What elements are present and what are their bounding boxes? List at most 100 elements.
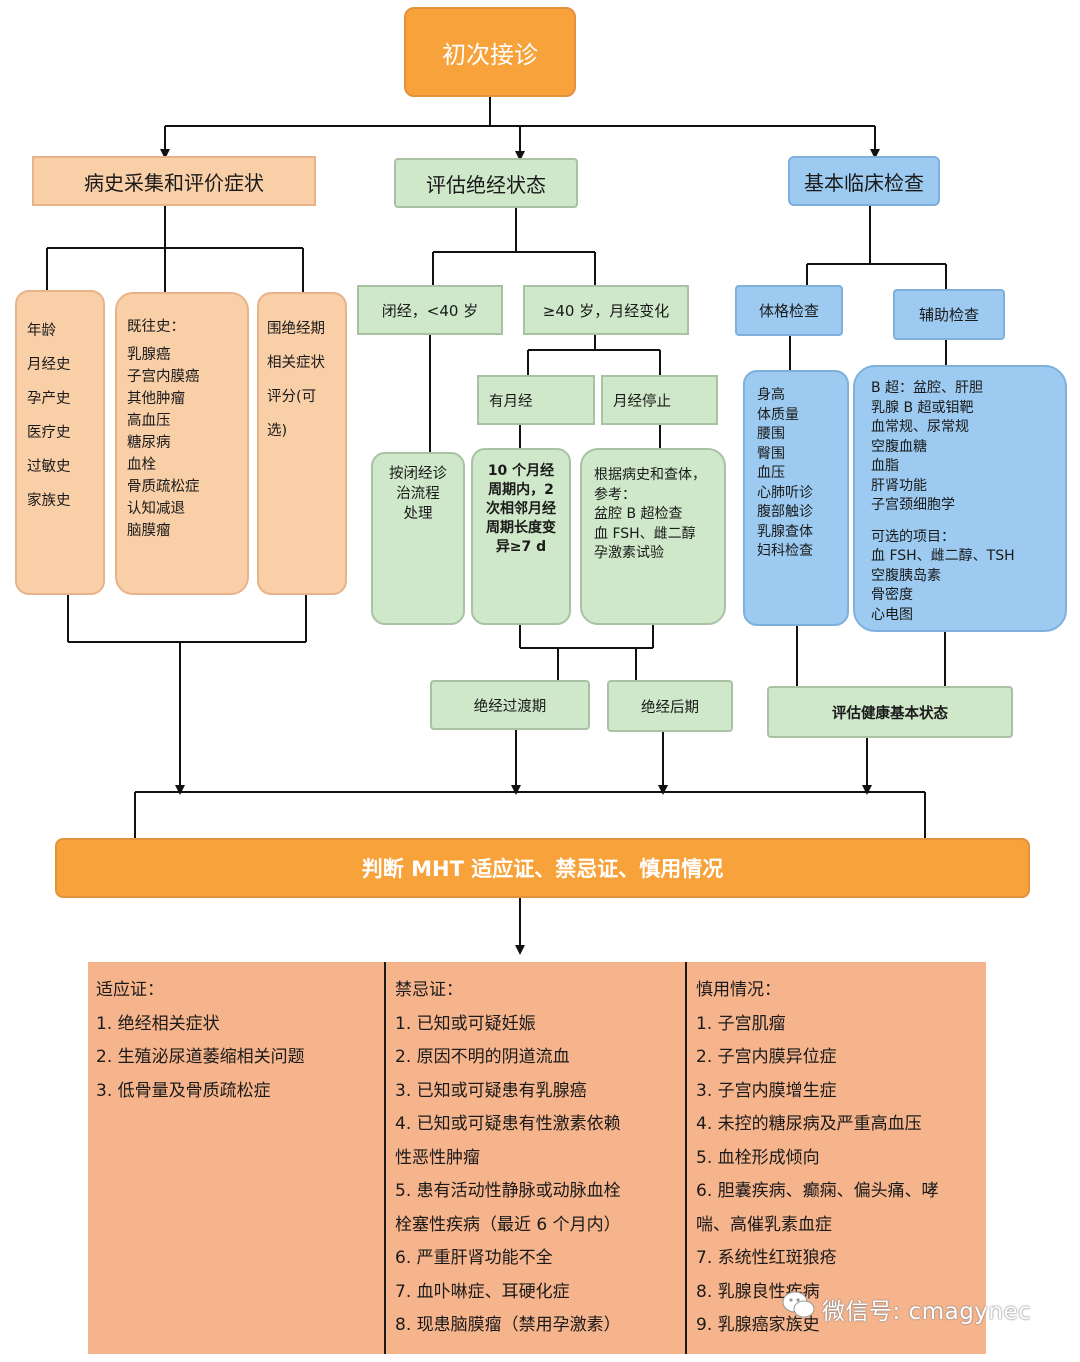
past-history-title: 既往史： xyxy=(127,319,185,335)
cautions-title: 慎用情况： xyxy=(696,980,781,1000)
aux-item: 子宫颈细胞学 xyxy=(871,497,955,513)
aux-item: 乳腺 B 超或钼靶 xyxy=(871,399,974,416)
past-history-item: 乳腺癌 xyxy=(127,347,171,363)
stopped-detail-line: 盆腔 B 超检查 xyxy=(594,506,683,522)
caution-item: 9. 乳腺癌家族史 xyxy=(696,1315,820,1335)
early-amenorrhea-box: 闭经，<40 岁 xyxy=(357,285,503,335)
auxiliary-exam-box: 辅助检查 xyxy=(893,289,1005,340)
contraindication-item: 栓塞性疾病（最近 6 个月内） xyxy=(395,1214,621,1235)
optional-title: 可选的项目： xyxy=(871,528,955,545)
menopause-branch-label: 评估绝经状态 xyxy=(426,172,546,197)
caution-item: 7. 系统性红斑狼疮 xyxy=(696,1248,837,1268)
physical-item: 心肺听诊 xyxy=(757,484,813,501)
symptom-score-box: 围绝经期 相关症状 评分(可 选) xyxy=(257,292,347,595)
early-action-line: 治流程 xyxy=(396,486,440,502)
history-item: 月经史 xyxy=(27,357,71,373)
clinical-branch-label: 基本临床检查 xyxy=(804,170,924,195)
health-status-box: 评估健康基本状态 xyxy=(767,686,1013,738)
caution-item: 2. 子宫内膜异位症 xyxy=(696,1047,837,1067)
mht-judgement-bar: 判断 MHT 适应证、禁忌证、慎用情况 xyxy=(55,838,1030,898)
history-item: 医疗史 xyxy=(27,425,71,441)
auxiliary-exam-label: 辅助检查 xyxy=(918,306,979,324)
history-item: 过敏史 xyxy=(27,459,71,475)
has-period-detail-box: 10 个月经 周期内，2 次相邻月经 周期长度变 异≥7 d xyxy=(471,448,571,625)
indications-title: 适应证： xyxy=(96,980,164,1000)
transition-box: 绝经过渡期 xyxy=(430,680,590,730)
contraindication-item: 2. 原因不明的阴道流血 xyxy=(395,1047,570,1067)
over40-label: ≥40 岁，月经变化 xyxy=(542,301,670,320)
contraindication-item: 3. 已知或可疑患有乳腺癌 xyxy=(395,1080,587,1101)
contraindication-item: 8. 现患脑膜瘤（禁用孕激素） xyxy=(395,1315,621,1335)
physical-exam-label: 体格检查 xyxy=(758,302,819,320)
watermark-text: 微信号: cmagynec xyxy=(822,1299,1032,1325)
transition-label: 绝经过渡期 xyxy=(473,698,547,715)
period-stopped-label: 月经停止 xyxy=(613,393,671,410)
history-basic-box: 年龄 月经史 孕产史 医疗史 过敏史 家族史 xyxy=(15,290,105,595)
contraindication-item: 4. 已知或可疑患有性激素依赖 xyxy=(395,1114,621,1134)
symptom-score-line: 围绝经期 xyxy=(267,321,325,337)
early-action-line: 按闭经诊 xyxy=(389,466,447,482)
indication-item: 3. 低骨量及骨质疏松症 xyxy=(96,1080,271,1101)
physical-item: 乳腺查体 xyxy=(757,523,813,540)
physical-item: 臀围 xyxy=(757,445,785,462)
history-branch-label: 病史采集和评价症状 xyxy=(84,170,264,195)
physical-item: 腰围 xyxy=(757,426,785,442)
has-period-detail-line: 次相邻月经 xyxy=(486,501,556,517)
history-item: 年龄 xyxy=(27,323,56,339)
early-action-box: 按闭经诊 治流程 处理 xyxy=(371,452,465,625)
physical-exam-box: 体格检查 xyxy=(735,285,843,336)
cautions-column: 慎用情况： 1. 子宫肌瘤 2. 子宫内膜异位症 3. 子宫内膜增生症 4. 未… xyxy=(688,962,986,1354)
past-history-item: 血栓 xyxy=(127,457,156,473)
auxiliary-items-box: B 超：盆腔、肝胆 乳腺 B 超或钼靶 血常规、尿常规 空腹血糖 血脂 肝肾功能… xyxy=(853,365,1067,632)
indications-column: 适应证： 1. 绝经相关症状 2. 生殖泌尿道萎缩相关问题 3. 低骨量及骨质疏… xyxy=(88,962,385,1354)
has-period-detail-line: 10 个月经 xyxy=(487,463,555,479)
past-history-item: 脑膜瘤 xyxy=(127,523,171,539)
past-history-item: 骨质疏松症 xyxy=(127,479,200,495)
past-history-item: 糖尿病 xyxy=(127,435,171,451)
contraindication-item: 5. 患有活动性静脉或动脉血栓 xyxy=(395,1181,621,1201)
past-history-item: 高血压 xyxy=(127,413,171,429)
optional-item: 骨密度 xyxy=(871,587,913,603)
contraindication-item: 6. 严重肝肾功能不全 xyxy=(395,1248,553,1268)
postmenopause-label: 绝经后期 xyxy=(641,699,699,716)
stopped-detail-line: 血 FSH、雌二醇 xyxy=(594,525,696,542)
has-period-label: 有月经 xyxy=(489,393,533,410)
clinical-branch-box: 基本临床检查 xyxy=(788,156,940,206)
caution-item: 3. 子宫内膜增生症 xyxy=(696,1080,837,1101)
physical-items-box: 身高 体质量 腰围 臀围 血压 心肺听诊 腹部触诊 乳腺查体 妇科检查 xyxy=(743,370,849,626)
optional-item: 空腹胰岛素 xyxy=(871,567,941,584)
past-history-box: 既往史： 乳腺癌 子宫内膜癌 其他肿瘤 高血压 糖尿病 血栓 骨质疏松症 认知减… xyxy=(115,292,249,595)
has-period-detail-line: 周期内，2 xyxy=(488,482,554,498)
aux-item: 血常规、尿常规 xyxy=(871,419,969,435)
stopped-detail-line: 参考： xyxy=(594,486,636,503)
early-amenorrhea-label: 闭经，<40 岁 xyxy=(381,301,479,320)
symptom-score-line: 相关症状 xyxy=(267,355,325,371)
physical-item: 腹部触诊 xyxy=(757,504,813,520)
optional-item: 心电图 xyxy=(871,606,913,623)
period-stopped-detail-box: 根据病史和查体， 参考： 盆腔 B 超检查 血 FSH、雌二醇 孕激素试验 xyxy=(580,448,726,625)
has-period-detail-line: 周期长度变 xyxy=(486,520,556,536)
aux-item: 空腹血糖 xyxy=(871,438,927,455)
early-action-line: 处理 xyxy=(403,506,433,522)
history-branch-box: 病史采集和评价症状 xyxy=(32,156,316,206)
indication-item: 1. 绝经相关症状 xyxy=(96,1013,220,1034)
past-history-item: 其他肿瘤 xyxy=(127,391,185,407)
menopause-branch-box: 评估绝经状态 xyxy=(394,158,578,208)
caution-item: 5. 血栓形成倾向 xyxy=(696,1147,820,1168)
history-item: 孕产史 xyxy=(27,391,71,407)
physical-item: 妇科检查 xyxy=(757,543,813,559)
caution-item: 喘、高催乳素血症 xyxy=(696,1214,832,1235)
past-history-item: 子宫内膜癌 xyxy=(127,369,200,385)
history-item: 家族史 xyxy=(27,493,71,509)
contraindication-item: 1. 已知或可疑妊娠 xyxy=(395,1013,536,1034)
has-period-detail-line: 异≥7 d xyxy=(495,539,547,555)
aux-item: 血脂 xyxy=(871,458,899,474)
mht-criteria-panel: 适应证： 1. 绝经相关症状 2. 生殖泌尿道萎缩相关问题 3. 低骨量及骨质疏… xyxy=(88,962,986,1354)
period-stopped-box: 月经停止 xyxy=(601,375,718,425)
optional-item: 血 FSH、雌二醇、TSH xyxy=(871,548,1015,564)
contraindications-title: 禁忌证： xyxy=(395,980,463,1000)
caution-item: 6. 胆囊疾病、癫痫、偏头痛、哮 xyxy=(696,1181,939,1201)
has-period-box: 有月经 xyxy=(477,375,595,425)
past-history-item: 认知减退 xyxy=(127,501,185,517)
